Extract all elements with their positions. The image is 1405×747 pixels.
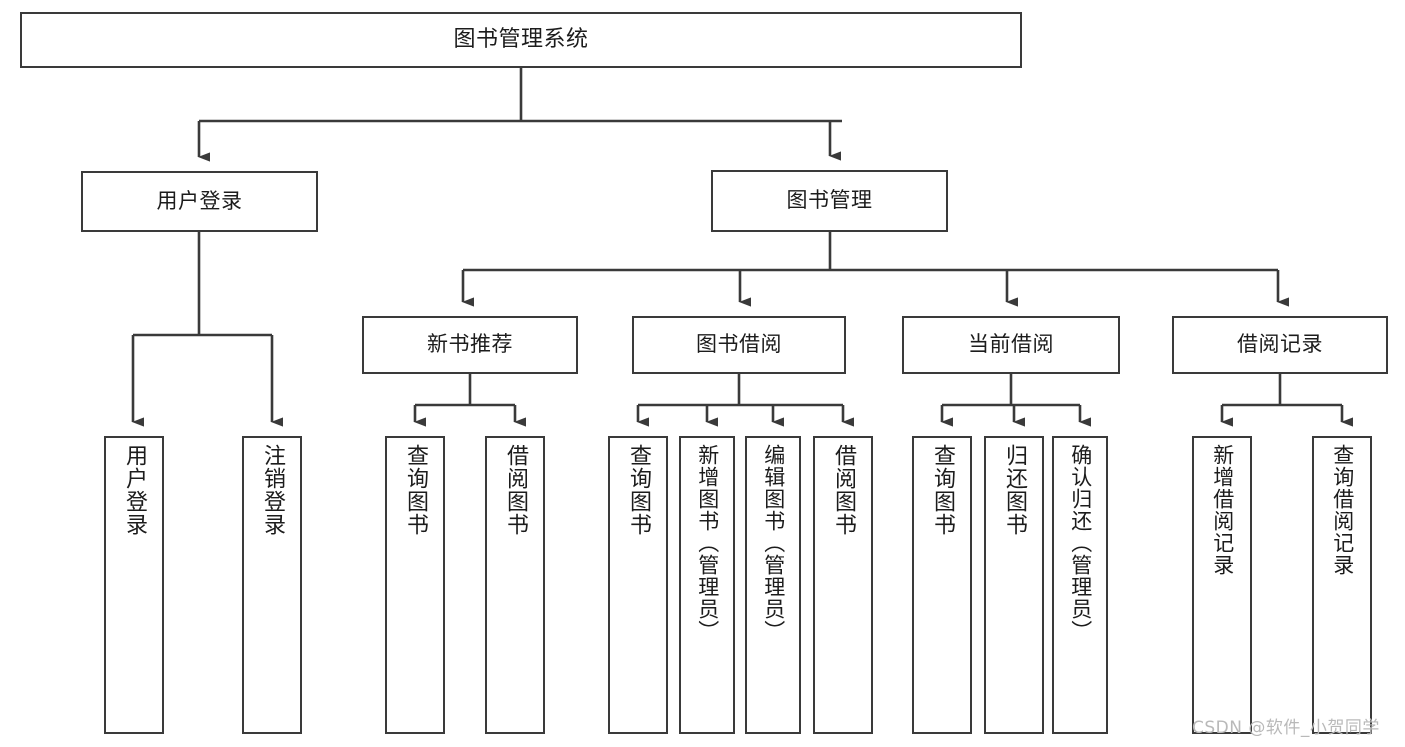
node-label: 查询图书 <box>929 444 955 536</box>
node-leaf-query-borrow-record[interactable]: 查询借阅记录 <box>1312 436 1372 734</box>
node-label: 借阅记录 <box>1237 332 1323 357</box>
node-book-management[interactable]: 图书管理 <box>711 170 948 232</box>
node-leaf-add-borrow-record[interactable]: 新增借阅记录 <box>1192 436 1252 734</box>
node-leaf-query-book-1[interactable]: 查询图书 <box>385 436 445 734</box>
node-label: 借阅图书 <box>502 444 528 536</box>
node-label: 借阅图书 <box>830 444 856 536</box>
node-leaf-query-book-2[interactable]: 查询图书 <box>608 436 668 734</box>
node-label: 用户登录 <box>156 188 243 213</box>
node-current-borrow[interactable]: 当前借阅 <box>902 316 1120 374</box>
node-label: 查询借阅记录 <box>1330 444 1355 576</box>
node-user-login[interactable]: 用户登录 <box>81 171 318 232</box>
node-label: 用户登录 <box>121 444 147 536</box>
node-leaf-borrow-book-1[interactable]: 借阅图书 <box>485 436 545 734</box>
csdn-watermark: CSDN @软件_小贺同学 <box>1192 718 1380 738</box>
node-label: 图书借阅 <box>696 332 782 357</box>
node-label: 新书推荐 <box>427 332 513 357</box>
node-label: 查询图书 <box>402 444 428 536</box>
node-label: 图书管理系统 <box>453 26 589 52</box>
node-borrow-record[interactable]: 借阅记录 <box>1172 316 1388 374</box>
node-label: 图书管理 <box>786 188 873 213</box>
node-leaf-add-book[interactable]: 新增图书（管理员） <box>679 436 735 734</box>
node-leaf-query-book-3[interactable]: 查询图书 <box>912 436 972 734</box>
node-new-book-recommend[interactable]: 新书推荐 <box>362 316 578 374</box>
node-leaf-edit-book[interactable]: 编辑图书（管理员） <box>745 436 801 734</box>
node-leaf-return-book[interactable]: 归还图书 <box>984 436 1044 734</box>
node-label: 当前借阅 <box>968 332 1054 357</box>
node-book-management-system[interactable]: 图书管理系统 <box>20 12 1022 68</box>
node-label: 注销登录 <box>259 444 285 536</box>
node-leaf-borrow-book-2[interactable]: 借阅图书 <box>813 436 873 734</box>
node-label: 新增图书（管理员） <box>695 444 720 642</box>
node-label: 确认归还（管理员） <box>1068 444 1093 642</box>
node-leaf-confirm-return[interactable]: 确认归还（管理员） <box>1052 436 1108 734</box>
node-label: 归还图书 <box>1001 444 1027 536</box>
node-book-borrow[interactable]: 图书借阅 <box>632 316 846 374</box>
node-leaf-logout-login[interactable]: 注销登录 <box>242 436 302 734</box>
node-label: 新增借阅记录 <box>1210 444 1235 576</box>
node-leaf-user-login[interactable]: 用户登录 <box>104 436 164 734</box>
node-label: 查询图书 <box>625 444 651 536</box>
node-label: 编辑图书（管理员） <box>761 444 786 642</box>
